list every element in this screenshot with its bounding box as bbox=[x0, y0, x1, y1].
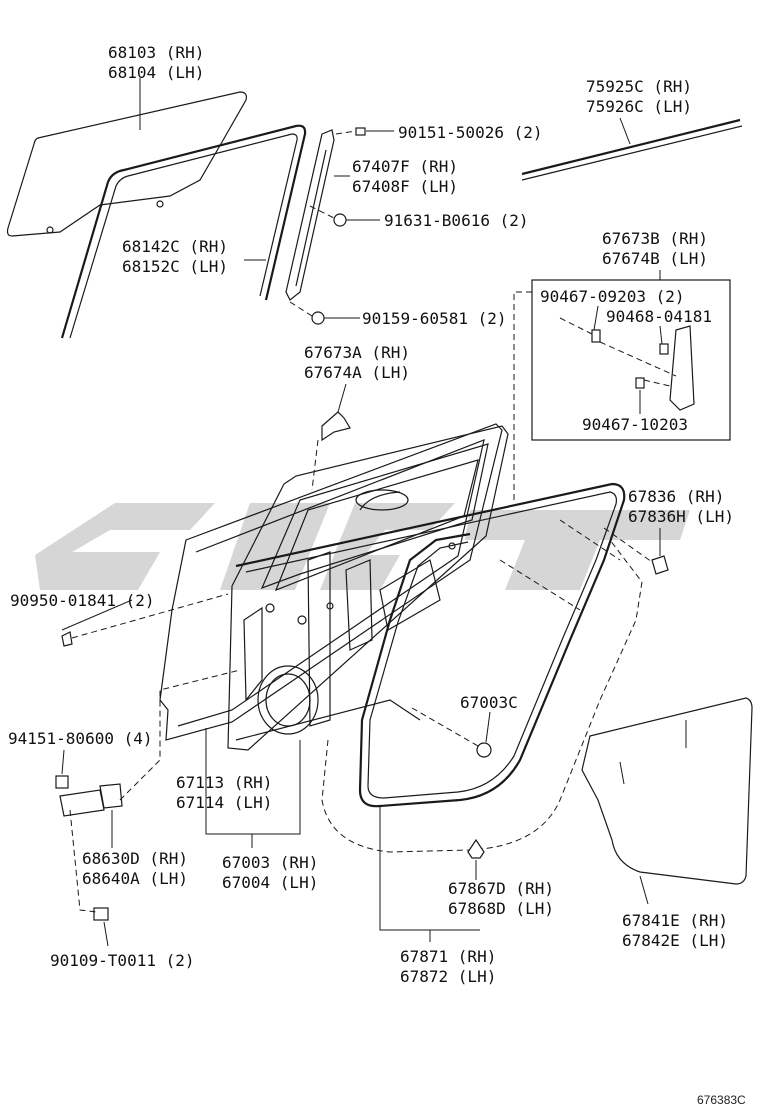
callout-service-hole-cover-line1: 67841E (RH) bbox=[622, 911, 728, 930]
door-inner-frame bbox=[227, 425, 509, 751]
callout-door-panel-line2: 67114 (LH) bbox=[176, 793, 272, 812]
callout-cover-67673b-line1: 67673B (RH) bbox=[602, 229, 708, 248]
upper-fasteners bbox=[289, 127, 366, 325]
watermark-logo bbox=[35, 503, 690, 590]
cover-67673a bbox=[311, 411, 351, 491]
glass-run-channel bbox=[60, 124, 307, 339]
cushion-67836 bbox=[603, 527, 669, 575]
frame-garnish bbox=[285, 129, 335, 301]
callout-service-hole-cover-line2: 67842E (LH) bbox=[622, 931, 728, 950]
plug-90950 bbox=[61, 593, 229, 647]
callout-cover-67673b-line2: 67674B (LH) bbox=[602, 249, 708, 268]
callout-bolt-90159: 90159-60581 (2) bbox=[362, 309, 507, 328]
callout-cushion-67836-line1: 67836 (RH) bbox=[628, 487, 724, 506]
leader-lines bbox=[61, 78, 663, 947]
callout-clip-90467-10203: 90467-10203 bbox=[582, 415, 688, 434]
callout-hinge-line2: 68640A (LH) bbox=[82, 869, 188, 888]
service-hole-cover bbox=[581, 697, 753, 885]
callout-glass-line2: 68104 (LH) bbox=[108, 63, 204, 82]
callout-glass-run-line2: 68152C (LH) bbox=[122, 257, 228, 276]
callout-glass-line1: 68103 (RH) bbox=[108, 43, 204, 62]
callout-labels: 68103 (RH) 68104 (LH) 68142C (RH) 68152C… bbox=[8, 43, 746, 1107]
callout-frame-garnish-line2: 67408F (LH) bbox=[352, 177, 458, 196]
callout-clip-90468: 90468-04181 bbox=[606, 307, 712, 326]
cover-box bbox=[513, 279, 731, 500]
clip-67867d bbox=[467, 838, 485, 880]
callout-frame-garnish-line1: 67407F (RH) bbox=[352, 157, 458, 176]
weatherstrip-guide bbox=[321, 519, 643, 853]
reference-code: 676383C bbox=[697, 1093, 746, 1107]
callout-belt-molding-line1: 75925C (RH) bbox=[586, 77, 692, 96]
callout-glass-run-line1: 68142C (RH) bbox=[122, 237, 228, 256]
callout-clip-67867d-line1: 67867D (RH) bbox=[448, 879, 554, 898]
callout-bolt-90109: 90109-T0011 (2) bbox=[50, 951, 195, 970]
callout-door-assy-line1: 67003 (RH) bbox=[222, 853, 318, 872]
callout-weatherstrip-line2: 67872 (LH) bbox=[400, 967, 496, 986]
callout-screw-90151: 90151-50026 (2) bbox=[398, 123, 543, 142]
callout-hinge-line1: 68630D (RH) bbox=[82, 849, 188, 868]
door-weatherstrip bbox=[235, 482, 626, 808]
callout-door-assy-line2: 67004 (LH) bbox=[222, 873, 318, 892]
callout-cover-67673a-line1: 67673A (RH) bbox=[304, 343, 410, 362]
callout-weatherstrip-line1: 67871 (RH) bbox=[400, 947, 496, 966]
plug-67003c bbox=[411, 707, 492, 758]
callout-nut-91631: 91631-B0616 (2) bbox=[384, 211, 529, 230]
callout-cushion-67836-line2: 67836H (LH) bbox=[628, 507, 734, 526]
callout-bolt-94151: 94151-80600 (4) bbox=[8, 729, 153, 748]
callout-plug-90950: 90950-01841 (2) bbox=[10, 591, 155, 610]
callout-clip-67867d-line2: 67868D (LH) bbox=[448, 899, 554, 918]
belt-molding bbox=[521, 118, 743, 181]
callout-cover-67673a-line2: 67674A (LH) bbox=[304, 363, 410, 382]
callout-door-panel-line1: 67113 (RH) bbox=[176, 773, 272, 792]
callout-plug-67003c: 67003C bbox=[460, 693, 518, 712]
door-hinge bbox=[55, 669, 241, 921]
callout-clip-90467-09203: 90467-09203 (2) bbox=[540, 287, 685, 306]
window-glass bbox=[6, 91, 247, 237]
callout-belt-molding-line2: 75926C (LH) bbox=[586, 97, 692, 116]
